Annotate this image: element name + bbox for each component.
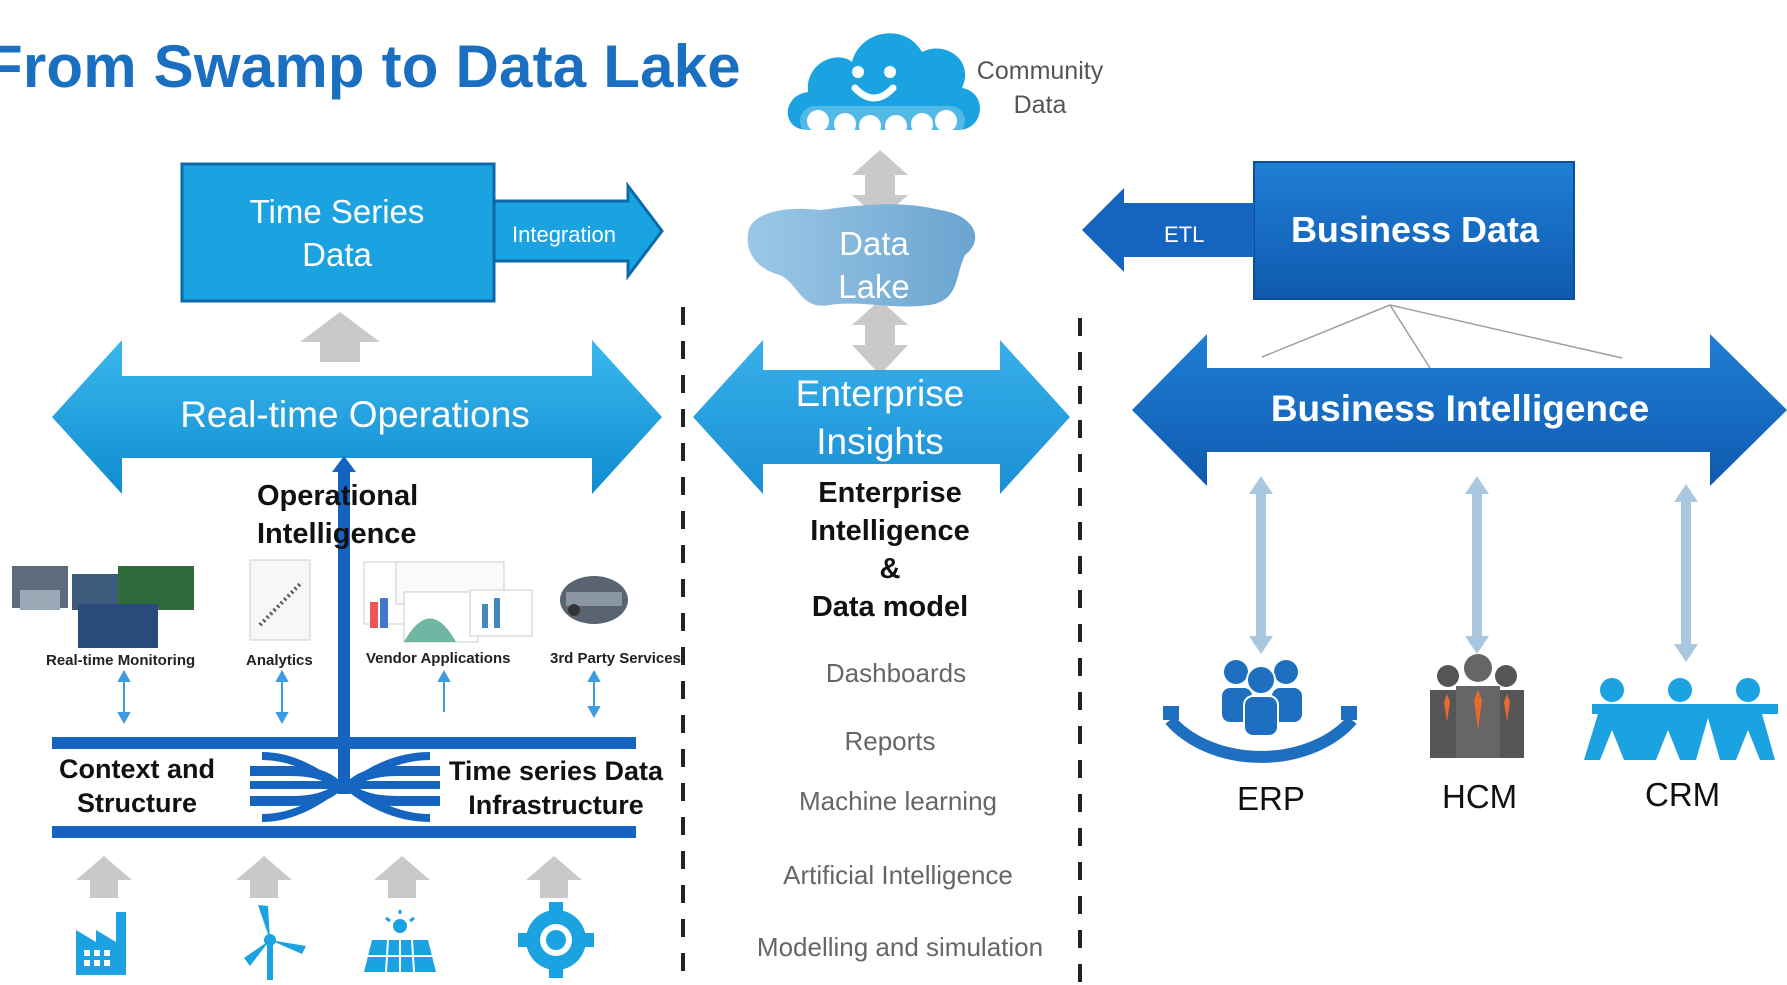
enterprise-insights-line2: Insights — [816, 421, 944, 462]
enterprise-list-item: Reports — [844, 726, 936, 756]
business-intelligence-label: Business Intelligence — [1270, 388, 1650, 429]
operational-intelligence-label: Operational Intelligence — [257, 477, 418, 553]
left-item-label: 3rd Party Services — [550, 650, 681, 667]
enterprise-insights-label: Enterprise Insights — [770, 370, 990, 466]
community-line1: Community — [976, 57, 1104, 85]
etl-label: ETL — [1164, 222, 1205, 247]
solar-panel-icon — [364, 910, 436, 973]
data-lake-label: Data Lake — [814, 222, 934, 308]
cloud-lake-arrow — [852, 150, 908, 220]
cloud-icon — [787, 33, 980, 137]
system-label-erp: ERP — [1237, 780, 1305, 817]
business-intelligence-arrow — [1132, 334, 1787, 486]
left-item-label: Real-time Monitoring — [46, 652, 196, 669]
realtime-operations-label: Real-time Operations — [180, 394, 530, 435]
realtime-operations-arrow — [52, 340, 662, 494]
ts-infrastructure-line1: Time series Data — [448, 756, 664, 786]
business-people-icon — [1430, 654, 1524, 758]
enterprise-intelligence-line3: & — [879, 553, 901, 585]
enterprise-list-item: Modelling and simulation — [756, 932, 1044, 962]
people-gear-icon — [1163, 660, 1357, 763]
bottom-up-arrows — [76, 856, 582, 898]
operational-intelligence-line1: Operational — [257, 480, 419, 512]
vendor-apps-image — [363, 561, 533, 643]
integration-label: Integration — [512, 222, 616, 247]
wind-turbine-icon — [244, 905, 306, 980]
page-title: From Swamp to Data Lake — [0, 33, 741, 100]
enterprise-intelligence-line4: Data model — [811, 591, 969, 623]
enterprise-list-item: Artificial Intelligence — [783, 860, 1013, 890]
etl-arrow — [1082, 188, 1254, 272]
context-structure-label: Context and Structure — [52, 752, 222, 820]
time-series-line2: Data — [302, 236, 372, 273]
time-series-line1: Time Series — [249, 193, 425, 230]
left-item-label: Vendor Applications — [366, 650, 511, 667]
operational-intelligence-line2: Intelligence — [257, 518, 417, 550]
enterprise-intelligence-line2: Intelligence — [810, 515, 970, 547]
bi-system-arrows — [1249, 476, 1698, 662]
enterprise-insights-line1: Enterprise — [795, 373, 965, 414]
bi-connector-lines — [1261, 304, 1623, 369]
data-lake-line2: Lake — [838, 268, 910, 305]
operational-up-arrow — [332, 456, 356, 792]
time-series-label: Time Series Data — [182, 190, 492, 276]
analytics-image — [249, 559, 311, 641]
business-data-label: Business Data — [1290, 209, 1540, 250]
enterprise-insights-arrow — [693, 340, 1070, 494]
small-double-arrows — [117, 669, 601, 725]
lake-insights-arrow — [852, 300, 908, 375]
business-data-box — [1253, 161, 1575, 300]
third-party-image — [560, 576, 628, 624]
enterprise-intelligence-label: Enterprise Intelligence & Data model — [760, 474, 1020, 626]
infrastructure-bars — [52, 737, 636, 838]
data-lake-line1: Data — [839, 225, 909, 262]
time-series-box — [180, 162, 496, 303]
context-structure-line1: Context and — [58, 754, 215, 784]
left-item-label: Analytics — [246, 652, 313, 669]
community-data-label: Community Data — [965, 54, 1115, 122]
enterprise-intelligence-line1: Enterprise — [818, 477, 962, 509]
monitoring-image — [12, 566, 194, 648]
factory-icon — [76, 912, 126, 975]
system-label-crm: CRM — [1645, 776, 1721, 813]
ts-infrastructure-label: Time series Data Infrastructure — [440, 754, 672, 822]
community-line2: Data — [1013, 91, 1067, 119]
paper-people-icon — [1584, 678, 1778, 760]
data-lake-shape — [747, 204, 976, 307]
gear-icon — [518, 902, 594, 978]
enterprise-list-item: Dashboards — [825, 658, 967, 688]
system-label-hcm: HCM — [1442, 778, 1518, 815]
ts-infrastructure-line2: Infrastructure — [468, 790, 644, 820]
integration-arrow — [492, 181, 664, 281]
enterprise-list-item: Machine learning — [798, 786, 997, 816]
context-structure-line2: Structure — [76, 788, 198, 818]
up-arrow-ts — [300, 312, 380, 362]
